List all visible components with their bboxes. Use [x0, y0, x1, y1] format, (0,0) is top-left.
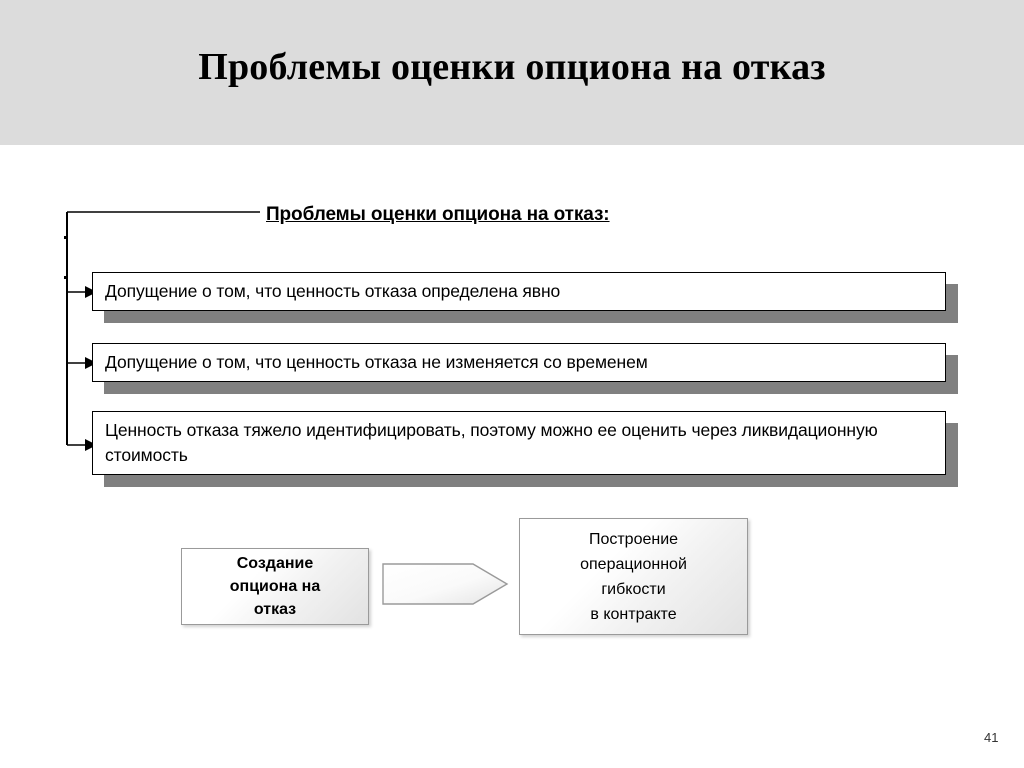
page-number: 41 [984, 730, 999, 745]
operational-flexibility-line-4: в контракте [590, 605, 677, 623]
statement-box-1: Допущение о том, что ценность отказа опр… [92, 272, 946, 311]
right-arrow-icon [382, 563, 509, 605]
statement-box-2: Допущение о том, что ценность отказа не … [92, 343, 946, 382]
operational-flexibility-line-2: операционной [580, 555, 687, 573]
process-box-operational-flexibility-text: Построение операционной гибкости в контр… [572, 527, 695, 627]
section-subtitle: Проблемы оценки опциона на отказ: [266, 204, 610, 225]
slide-header-band [0, 0, 1024, 145]
create-option-line-3: отказ [253, 601, 297, 618]
page-title: Проблемы оценки опциона на отказ [198, 46, 826, 88]
bracket-dot-lower [64, 276, 67, 279]
operational-flexibility-line-1: Построение [588, 530, 679, 548]
statement-box-3: Ценность отказа тяжело идентифицировать,… [92, 411, 946, 475]
process-box-create-option-text: Создание опциона на отказ [222, 552, 328, 621]
create-option-line-1: Создание [236, 555, 314, 572]
process-box-operational-flexibility: Построение операционной гибкости в контр… [519, 518, 748, 635]
process-box-create-option: Создание опциона на отказ [181, 548, 369, 625]
operational-flexibility-line-3: гибкости [601, 580, 666, 598]
create-option-line-2: опциона на [229, 578, 321, 595]
bracket-dot-upper [64, 236, 67, 239]
bracket-connector [66, 211, 260, 451]
